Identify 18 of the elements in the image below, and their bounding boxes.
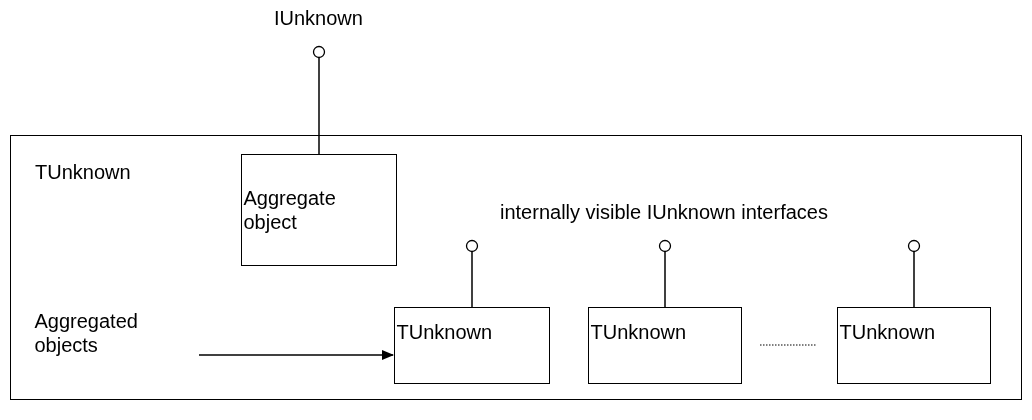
interface-label: IUnknown <box>274 6 364 30</box>
arrow <box>198 350 394 360</box>
box-label: TUnknown <box>590 319 687 344</box>
box-label: TUnknown <box>839 319 936 344</box>
object-box <box>240 153 397 266</box>
box-label: Aggregate object <box>243 185 337 234</box>
interface-lollipop <box>465 239 479 308</box>
box-label: TUnknown <box>35 160 131 184</box>
interface-lollipop <box>907 239 921 308</box>
interface-lollipop <box>312 45 326 155</box>
box-label: TUnknown <box>396 319 493 344</box>
object-box <box>393 306 550 384</box>
object-box <box>836 306 991 384</box>
container-frame <box>10 135 1022 400</box>
annotation-text: internally visible IUnknown interfaces <box>500 200 828 224</box>
object-box <box>587 306 742 384</box>
description-text: Aggregated objects <box>34 308 139 357</box>
interface-lollipop <box>658 239 672 308</box>
